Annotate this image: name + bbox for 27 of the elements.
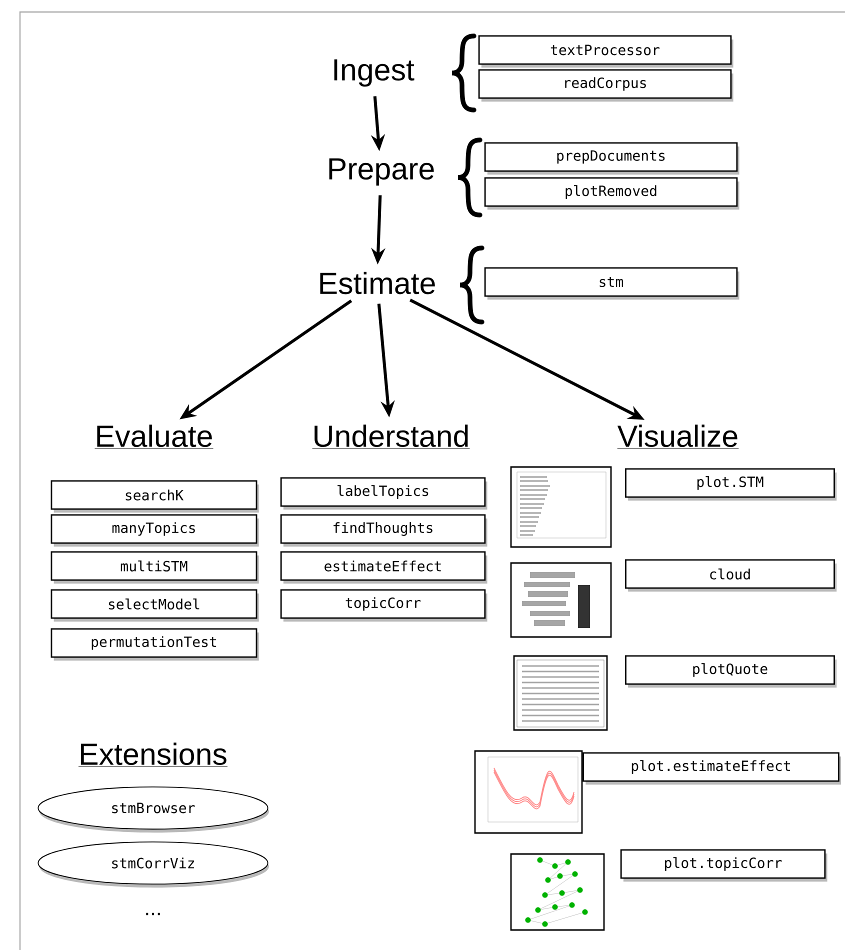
function-box: plot.STM — [625, 468, 837, 501]
function-box: prepDocuments — [484, 142, 740, 175]
section-heading: Visualize — [617, 424, 739, 449]
function-box: labelTopics — [280, 477, 488, 510]
function-box: plotQuote — [625, 655, 837, 688]
function-box: textProcessor — [478, 35, 734, 68]
stage-label: Ingest — [334, 59, 414, 87]
function-box: plotRemoved — [484, 177, 740, 210]
function-box: selectModel — [50, 589, 259, 622]
function-box: cloud — [625, 559, 837, 592]
section-heading: Extensions — [78, 742, 228, 767]
function-box: topicCorr — [280, 589, 488, 622]
function-box: estimateEffect — [280, 551, 488, 584]
function-box: searchK — [50, 480, 259, 513]
function-box: readCorpus — [478, 69, 734, 102]
function-box: findThoughts — [280, 514, 488, 547]
function-box: multiSTM — [50, 551, 259, 584]
function-box: plot.estimateEffect — [582, 752, 842, 785]
function-box: stm — [484, 267, 740, 300]
stage-label: Prepare — [329, 158, 434, 186]
function-box: manyTopics — [50, 514, 259, 547]
stage-label: Estimate — [320, 272, 435, 294]
section-heading: Evaluate — [94, 424, 214, 449]
function-box: plot.topicCorr — [620, 849, 828, 882]
ellipsis-text: ... — [146, 912, 160, 916]
section-heading: Understand — [312, 424, 470, 449]
function-box: permutationTest — [50, 628, 259, 661]
